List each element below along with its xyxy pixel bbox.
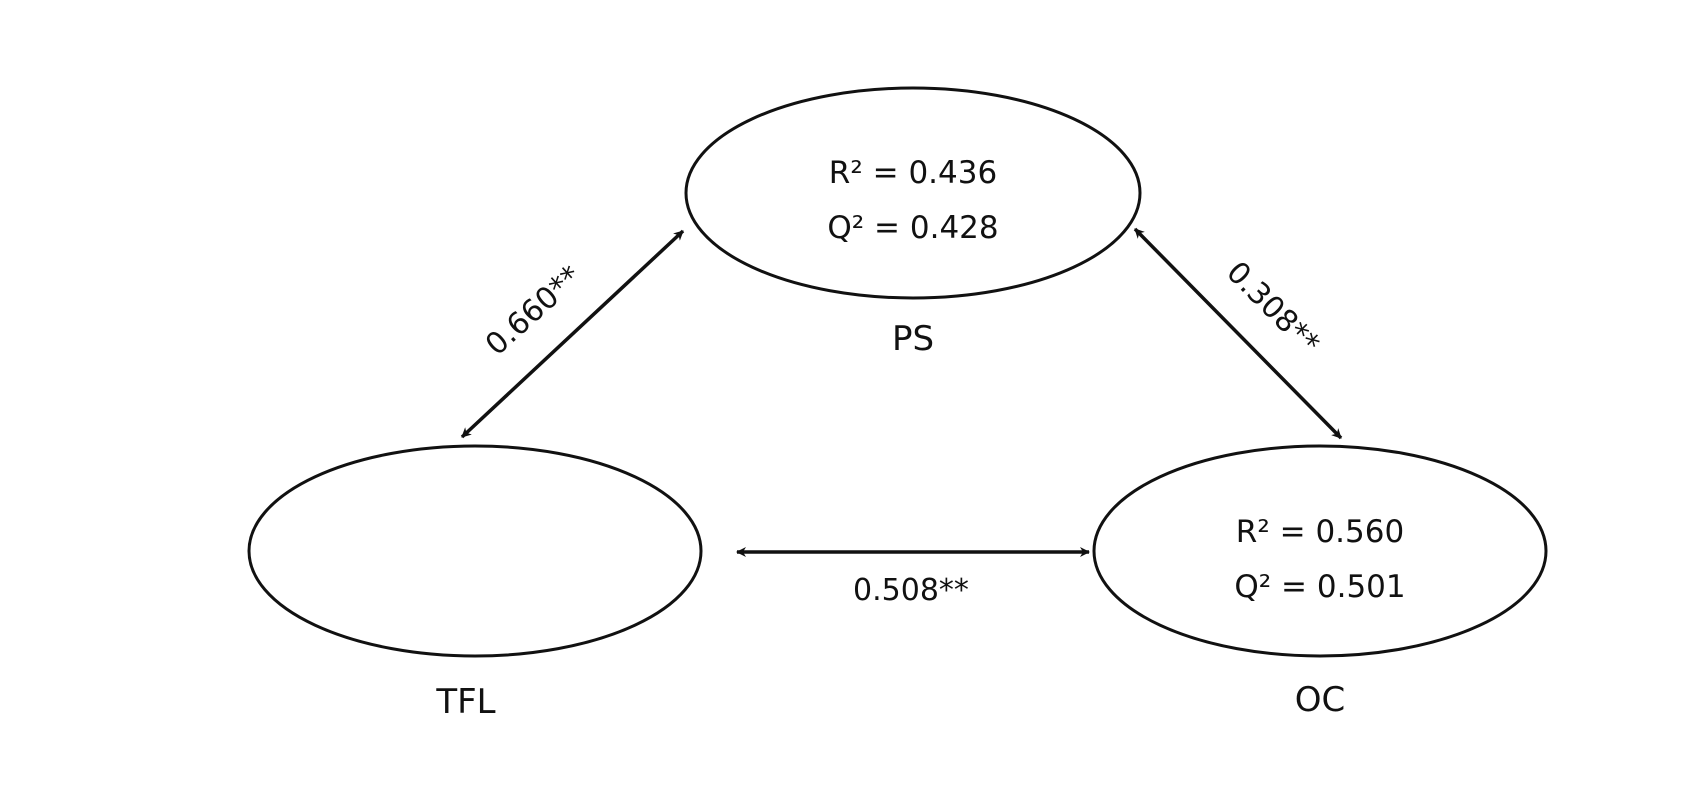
coef-tfl-oc: 0.508** [853, 573, 969, 608]
ps-node [684, 86, 1142, 300]
tfl-node [247, 444, 703, 658]
tfl-label: TFL [435, 682, 495, 722]
arrow-tfl-ps [460, 229, 685, 439]
oc-label: OC [1295, 680, 1346, 720]
ps-q2: Q² = 0.428 [827, 210, 998, 246]
oc-r2: R² = 0.560 [1236, 514, 1404, 550]
ps-label: PS [892, 319, 934, 359]
oc-q2: Q² = 0.501 [1234, 569, 1405, 605]
arrow-ps-oc [1133, 227, 1343, 440]
coef-tfl-ps: 0.660** [479, 259, 589, 363]
ps-r2: R² = 0.436 [829, 155, 997, 191]
oc-node [1092, 444, 1548, 658]
coef-ps-oc: 0.308** [1219, 255, 1326, 362]
